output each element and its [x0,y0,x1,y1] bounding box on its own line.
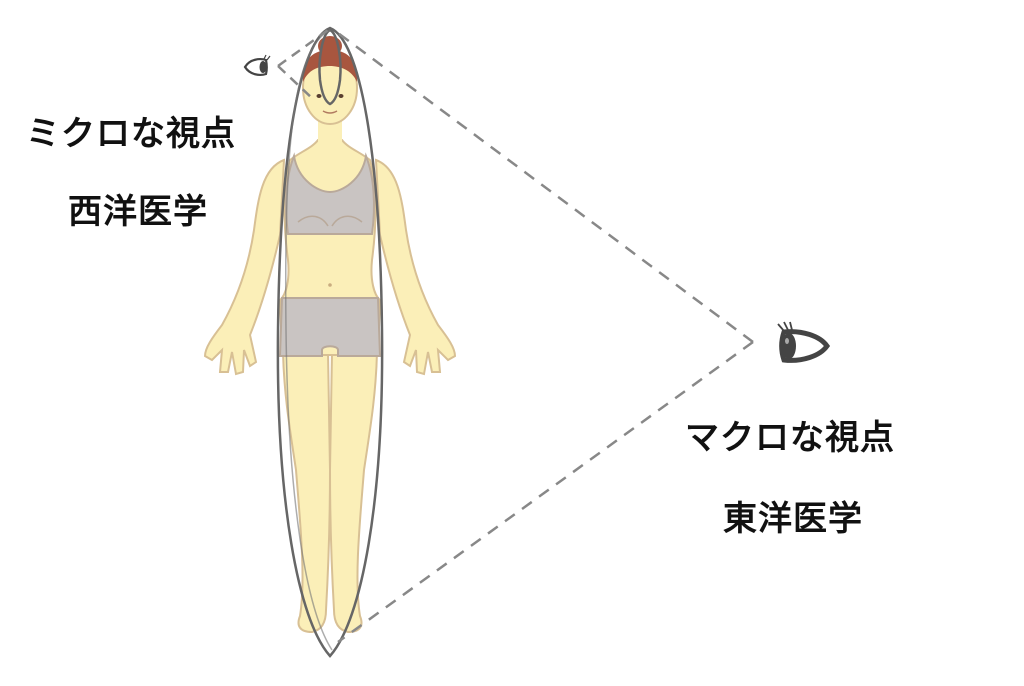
micro-sightlines [277,28,329,101]
navel [328,283,332,287]
bra-detail [297,215,363,227]
eye-icon [777,321,831,363]
left-leg [281,351,332,634]
face-eye-right [338,94,344,98]
macro-sightlines [333,28,754,644]
second-outer-ellipse [284,29,333,651]
eastern-medicine-label: 東洋医学 [723,499,863,539]
face-eye-left [316,94,322,98]
macro-viewpoint-label: マクロな視点 [685,418,895,458]
outer-body-ellipse [276,26,384,658]
inner-head-ellipse [318,28,342,106]
face-mouth [322,110,338,114]
left-arm [203,158,286,376]
human-figure [203,36,457,634]
right-arm [374,158,457,376]
right-leg [328,351,379,634]
eye-icon [243,54,271,76]
sports-bra [285,152,375,235]
shorts [278,297,382,357]
hair [302,50,358,82]
micro-viewpoint-label: ミクロな視点 [26,114,236,154]
western-medicine-label: 西洋医学 [68,192,208,232]
